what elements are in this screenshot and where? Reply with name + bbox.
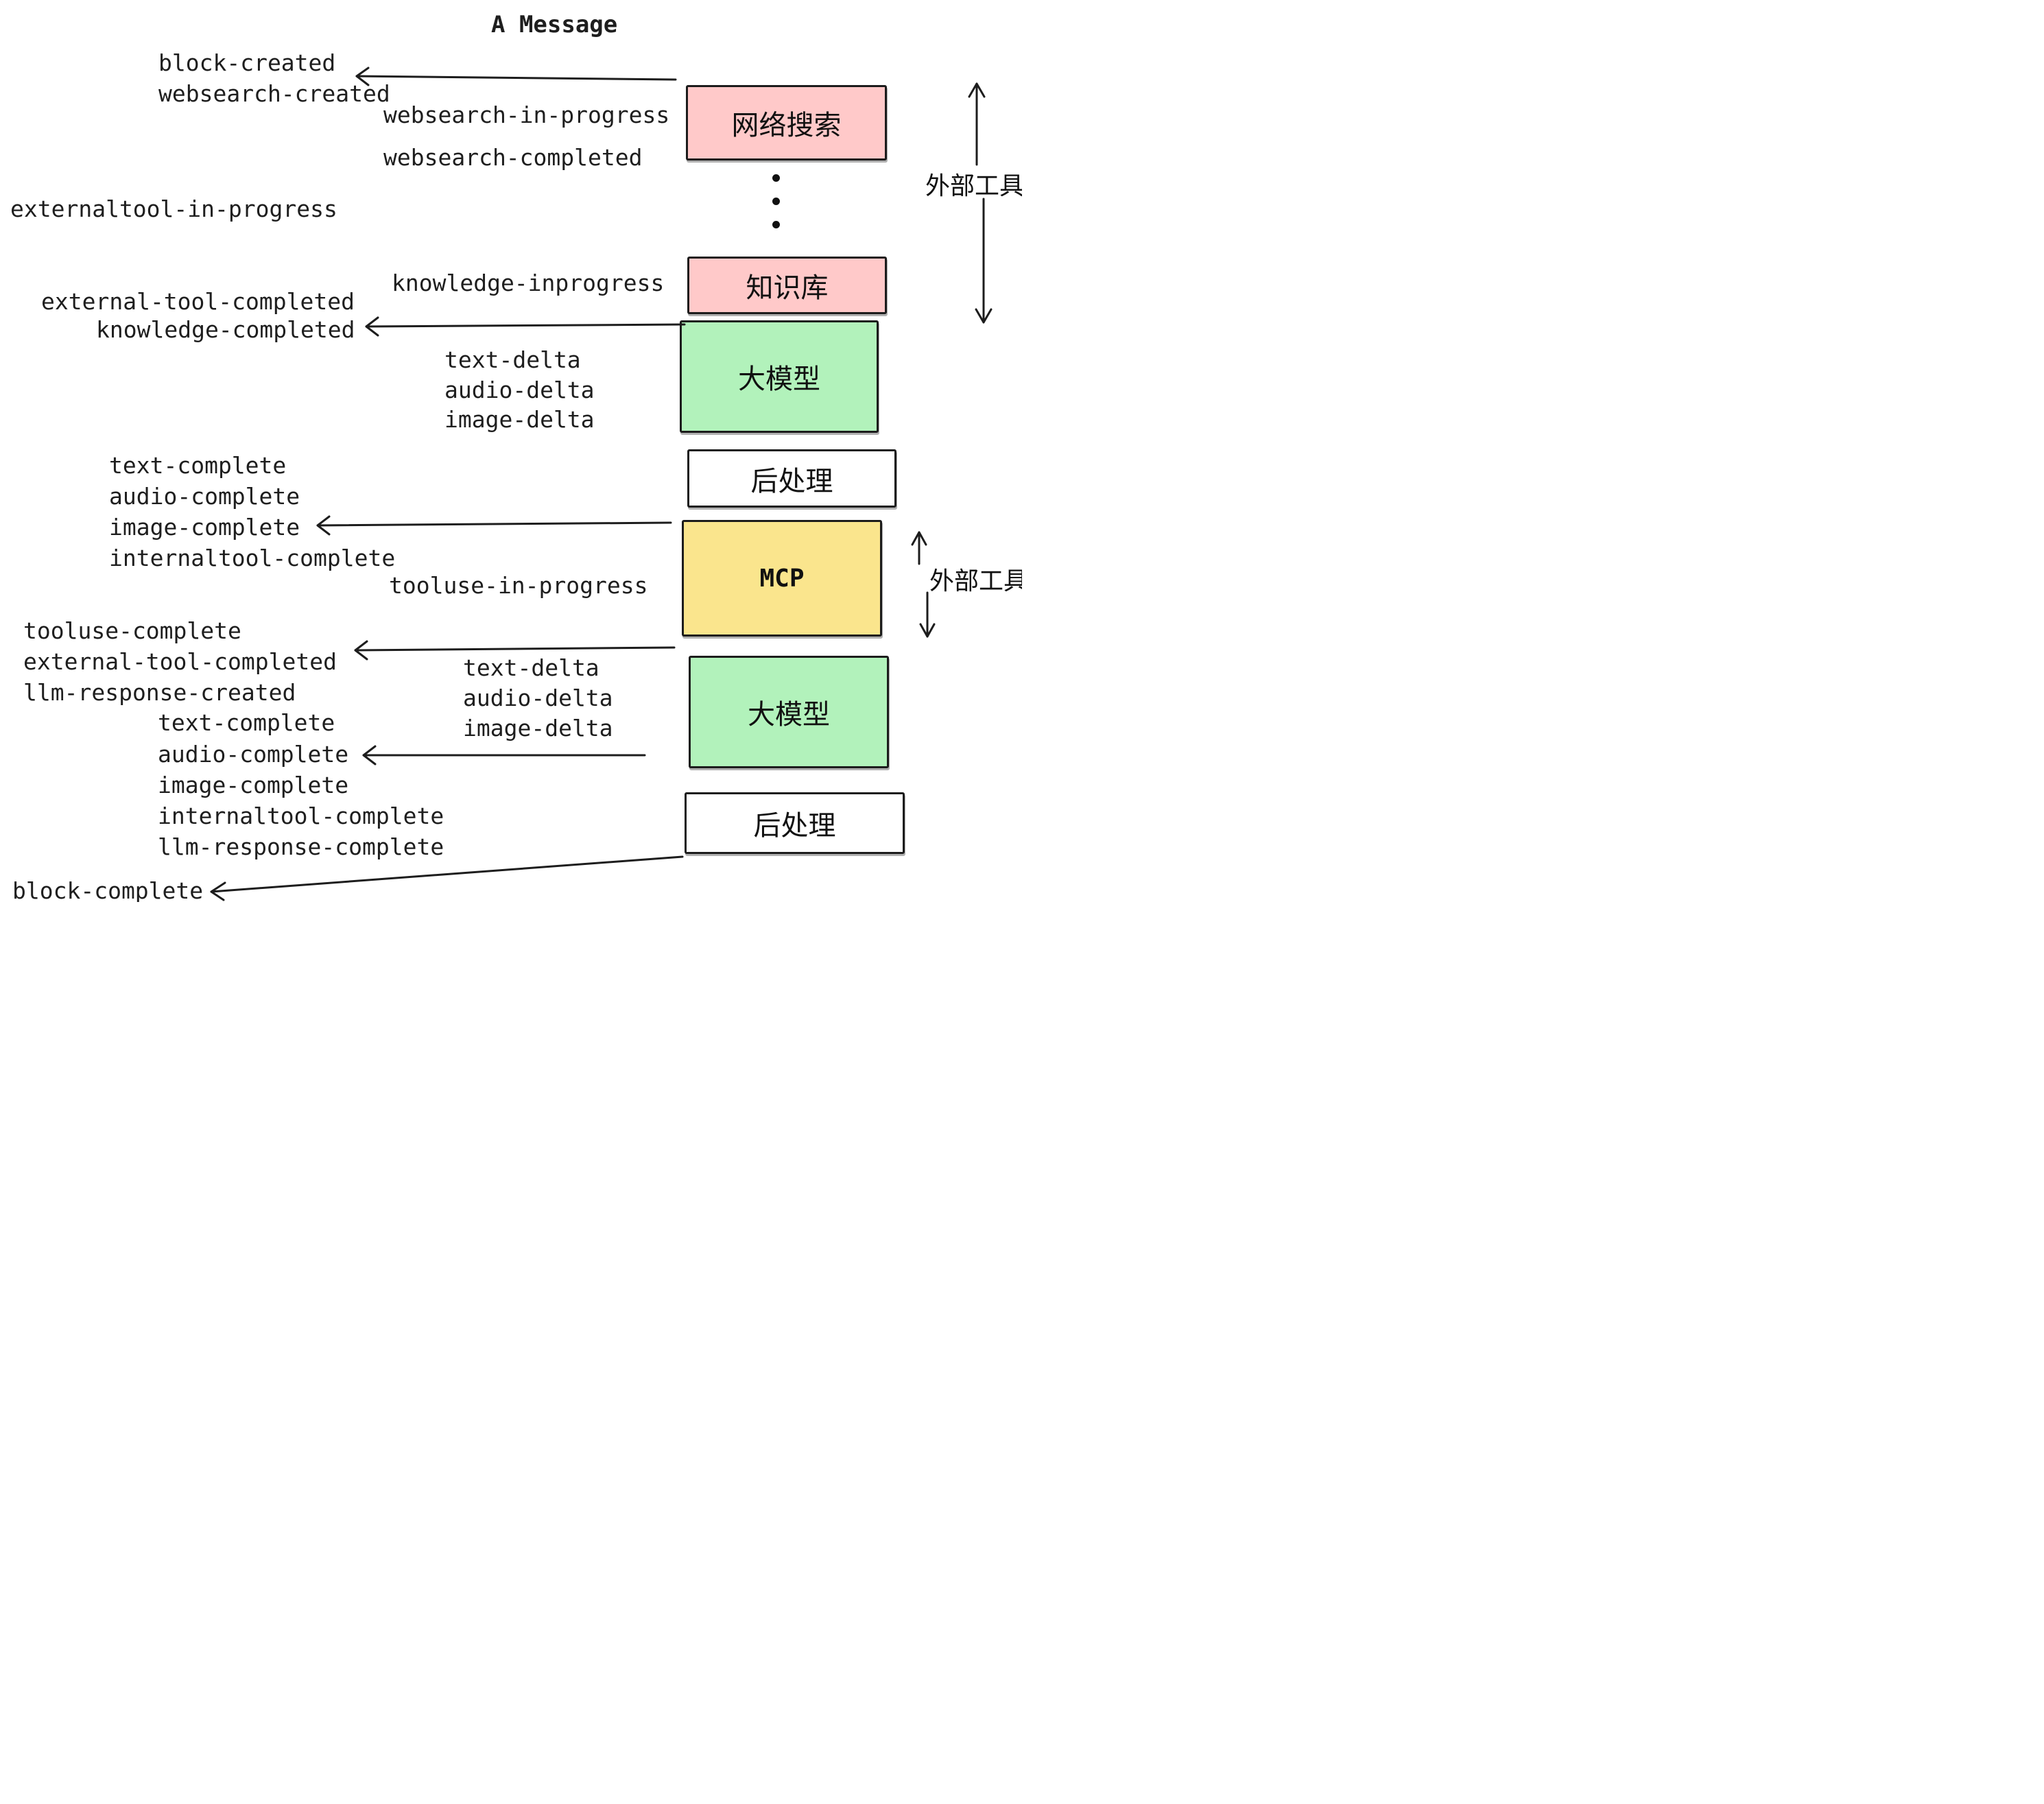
event-knowledge-completed: knowledge-completed (96, 316, 355, 343)
box-postprocess-1-label: 后处理 (750, 465, 833, 497)
box-postprocess-2: 后处理 (685, 792, 905, 854)
event-tooluse-complete: tooluse-complete (23, 617, 241, 644)
arrow-external-tools-down-1 (975, 198, 993, 324)
event-websearch-created: websearch-created (158, 80, 390, 107)
event-external-tool-completed-2: external-tool-completed (23, 648, 337, 675)
event-llm-response-created: llm-response-created (23, 679, 296, 706)
arrow-external-tools-up-1 (968, 82, 986, 166)
event-external-tool-completed: external-tool-completed (41, 288, 355, 315)
box-knowledge: 知识库 (687, 257, 887, 314)
event-internaltool-complete-2: internaltool-complete (158, 803, 444, 829)
external-tools-label-1: 外部工具 (925, 172, 1022, 200)
arrow-websearch-created (355, 67, 677, 86)
ellipsis-dot (772, 198, 780, 205)
event-websearch-in-progress: websearch-in-progress (383, 102, 670, 128)
event-image-delta-2: image-delta (463, 715, 613, 741)
event-audio-delta-1: audio-delta (444, 377, 595, 403)
arrow-block-complete (210, 855, 684, 901)
box-websearch: 网络搜索 (686, 85, 887, 161)
box-llm-2: 大模型 (689, 656, 889, 768)
event-internaltool-complete-1: internaltool-complete (109, 545, 396, 571)
arrow-llm-response (362, 745, 646, 765)
event-audio-delta-2: audio-delta (463, 685, 613, 711)
arrow-external-tools-down-2 (919, 591, 936, 638)
event-knowledge-inprogress: knowledge-inprogress (392, 270, 665, 296)
event-text-complete-1: text-complete (109, 452, 287, 479)
box-knowledge-label: 知识库 (746, 272, 829, 304)
event-websearch-completed: websearch-completed (383, 144, 643, 171)
box-postprocess-2-label: 后处理 (753, 810, 836, 842)
event-llm-response-complete: llm-response-complete (158, 833, 444, 860)
external-tools-label-2: 外部工具 (929, 567, 1022, 595)
box-mcp-label: MCP (759, 564, 805, 593)
event-image-complete-2: image-complete (158, 772, 349, 798)
event-image-delta-1: image-delta (444, 406, 595, 433)
event-externaltool-in-progress: externaltool-in-progress (10, 195, 337, 222)
event-audio-complete-2: audio-complete (158, 741, 349, 768)
box-postprocess-1: 后处理 (687, 449, 896, 508)
event-image-complete-1: image-complete (109, 514, 300, 541)
event-text-delta-2: text-delta (463, 654, 599, 681)
box-llm-2-label: 大模型 (748, 699, 830, 731)
box-llm-1-label: 大模型 (738, 364, 820, 395)
ellipsis-dot (772, 221, 780, 228)
event-audio-complete-1: audio-complete (109, 483, 300, 510)
event-block-created: block-created (158, 49, 336, 76)
page-title: A Message (491, 11, 618, 38)
arrow-internal-complete (316, 515, 672, 536)
box-mcp: MCP (682, 520, 882, 637)
event-tooluse-in-progress: tooluse-in-progress (389, 572, 648, 599)
event-text-complete-2: text-complete (158, 709, 335, 736)
ellipsis-dot (772, 174, 780, 182)
box-llm-1: 大模型 (680, 320, 879, 433)
box-websearch-label: 网络搜索 (731, 110, 842, 141)
event-text-delta-1: text-delta (444, 346, 581, 373)
event-block-complete: block-complete (12, 877, 204, 902)
diagram-canvas: A Message block-created websearch-create… (0, 0, 1022, 902)
arrow-knowledge-completed (365, 316, 686, 337)
arrow-external-tools-up-2 (911, 531, 927, 565)
